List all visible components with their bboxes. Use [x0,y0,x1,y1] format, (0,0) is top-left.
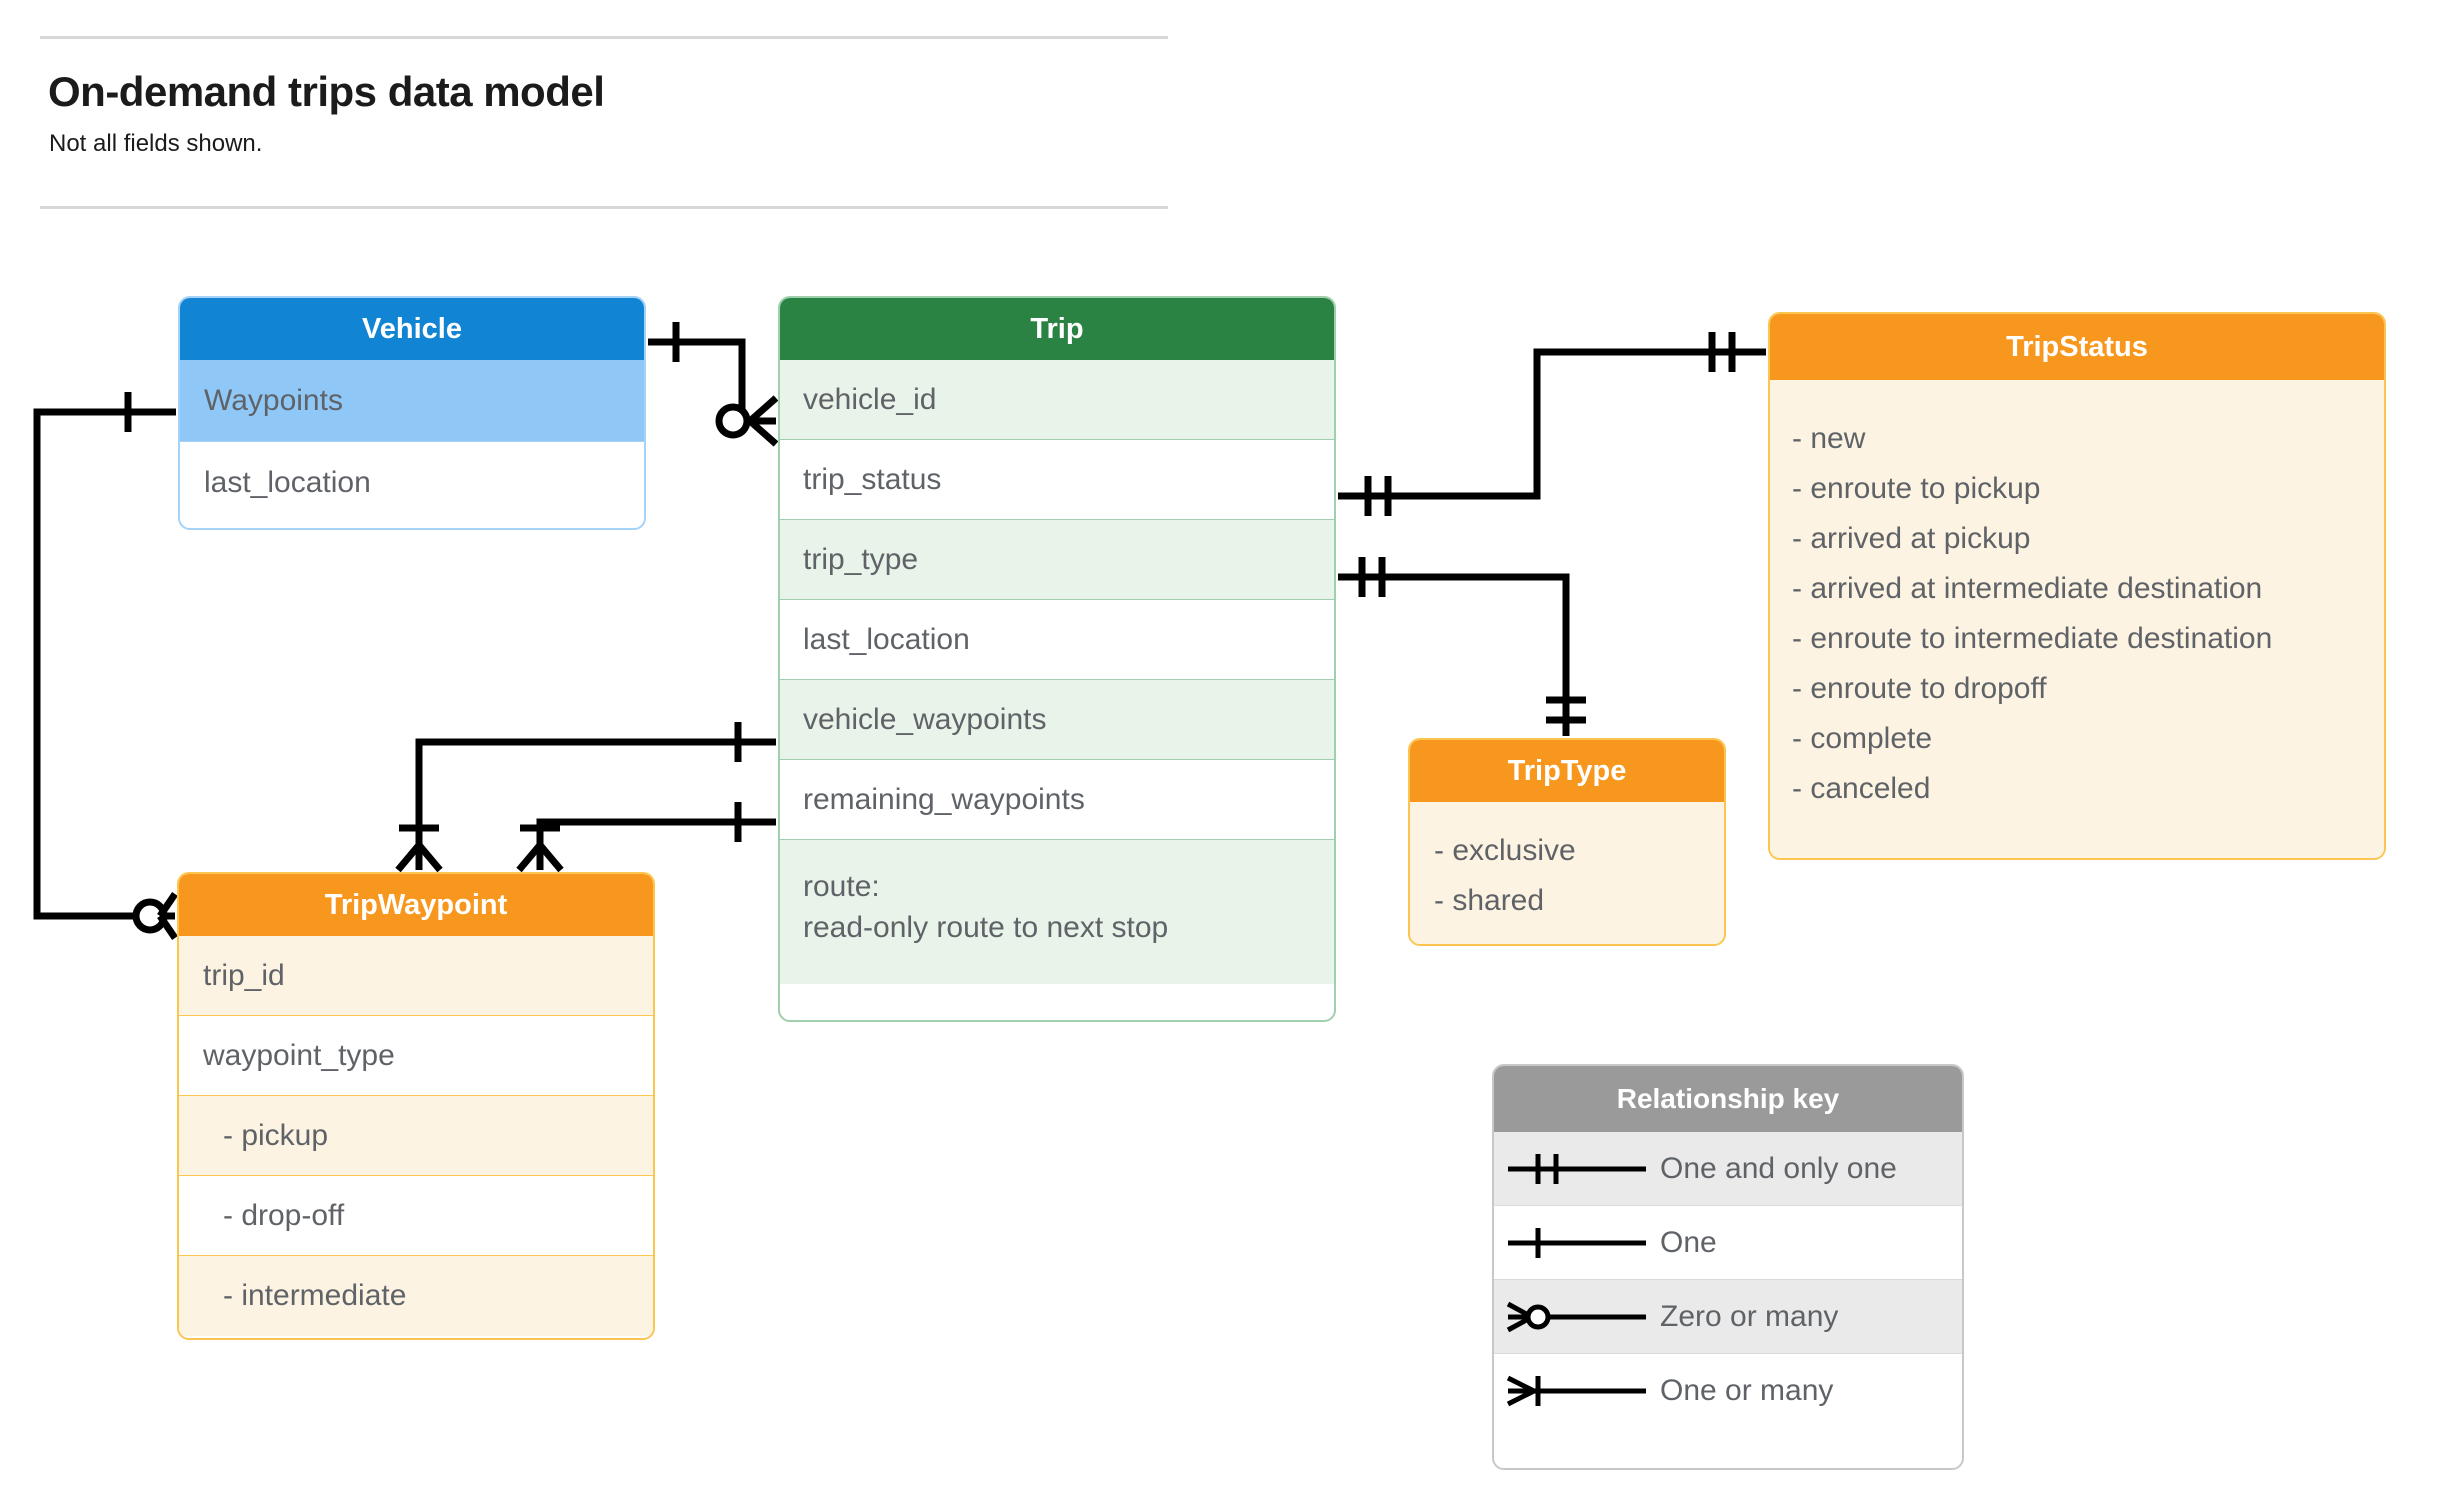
field-label: Waypoints [204,383,343,417]
entity-trip-row-vehicle-waypoints[interactable]: vehicle_waypoints [780,680,1334,760]
one-and-only-one-icon [1494,1146,1660,1192]
entity-trip-waypoint-row-drop-off[interactable]: - drop-off [179,1176,653,1256]
option-item: - complete [1792,722,1933,755]
field-description: read-only route to next stop [803,911,1169,945]
option-item: - canceled [1792,772,1931,805]
entity-trip-row-vehicle-id[interactable]: vehicle_id [780,360,1334,440]
field-label: trip_id [203,958,285,992]
option-item: - new [1792,422,1866,455]
entity-trip-waypoint-title: TripWaypoint [179,874,653,936]
legend-row-zero-or-many: Zero or many [1494,1280,1962,1354]
entity-vehicle-row-waypoints[interactable]: Waypoints [180,360,644,442]
legend-label: One and only one [1660,1151,1897,1185]
field-label: trip_type [803,542,919,576]
legend-label: Zero or many [1660,1299,1839,1333]
page-title: On-demand trips data model [48,68,605,115]
field-label: vehicle_id [803,382,937,416]
option-item: - shared [1434,884,1545,917]
entity-trip-row-remaining-waypoints[interactable]: remaining_waypoints [780,760,1334,840]
entity-trip-waypoint-row-pickup[interactable]: - pickup [179,1096,653,1176]
legend-label: One or many [1660,1374,1834,1407]
relationship-key-legend[interactable]: Relationship key One and only one [1492,1064,1964,1470]
entity-trip-type-options: - exclusive - shared [1410,802,1724,944]
field-label: remaining_waypoints [803,782,1085,816]
field-label: last_location [803,622,970,656]
one-icon [1494,1220,1660,1266]
entity-trip-waypoint-row-waypoint-type[interactable]: waypoint_type [179,1016,653,1096]
relationship-key-title: Relationship key [1494,1066,1962,1132]
entity-trip-type[interactable]: TripType - exclusive - shared [1408,738,1726,946]
option-item: - arrived at pickup [1792,522,2031,555]
entity-trip-status[interactable]: TripStatus - new - enroute to pickup - a… [1768,312,2386,860]
entity-trip-status-options: - new - enroute to pickup - arrived at p… [1770,380,2384,858]
field-label: last_location [204,466,371,499]
entity-trip-type-title: TripType [1410,740,1724,802]
option-item: - pickup [223,1118,329,1152]
entity-trip-status-title: TripStatus [1770,314,2384,380]
field-label: trip_status [803,462,942,496]
option-item: - enroute to intermediate destination [1792,622,2273,655]
option-item: - enroute to dropoff [1792,672,2047,705]
option-item: - enroute to pickup [1792,472,2041,505]
entity-trip[interactable]: Trip vehicle_id trip_status trip_type la… [778,296,1336,1022]
entity-trip-waypoint[interactable]: TripWaypoint trip_id waypoint_type - pic… [177,872,655,1340]
entity-trip-row-last-location[interactable]: last_location [780,600,1334,680]
one-or-many-icon [1494,1368,1660,1414]
entity-trip-title: Trip [780,298,1334,360]
entity-trip-waypoint-row-trip-id[interactable]: trip_id [179,936,653,1016]
entity-trip-row-route[interactable]: route: read-only route to next stop [780,840,1334,984]
header-divider-bottom [40,206,1168,209]
legend-row-one: One [1494,1206,1962,1280]
header-divider-top [40,36,1168,39]
option-item: - drop-off [223,1198,345,1232]
legend-row-one-or-many: One or many [1494,1354,1962,1428]
option-item: - exclusive [1434,834,1576,867]
zero-or-many-icon [1494,1294,1660,1340]
entity-vehicle[interactable]: Vehicle Waypoints last_location [178,296,646,530]
entity-vehicle-title: Vehicle [180,298,644,360]
entity-trip-waypoint-row-intermediate[interactable]: - intermediate [179,1256,653,1336]
field-label: vehicle_waypoints [803,702,1047,736]
field-label: waypoint_type [203,1038,395,1072]
field-label: route: [803,870,880,903]
legend-row-one-and-only-one: One and only one [1494,1132,1962,1206]
page-subtitle: Not all fields shown. [49,130,263,157]
entity-trip-row-trip-status[interactable]: trip_status [780,440,1334,520]
option-item: - arrived at intermediate destination [1792,572,2263,605]
option-item: - intermediate [223,1279,407,1312]
legend-label: One [1660,1225,1717,1259]
entity-trip-row-trip-type[interactable]: trip_type [780,520,1334,600]
entity-vehicle-row-last-location[interactable]: last_location [180,442,644,524]
